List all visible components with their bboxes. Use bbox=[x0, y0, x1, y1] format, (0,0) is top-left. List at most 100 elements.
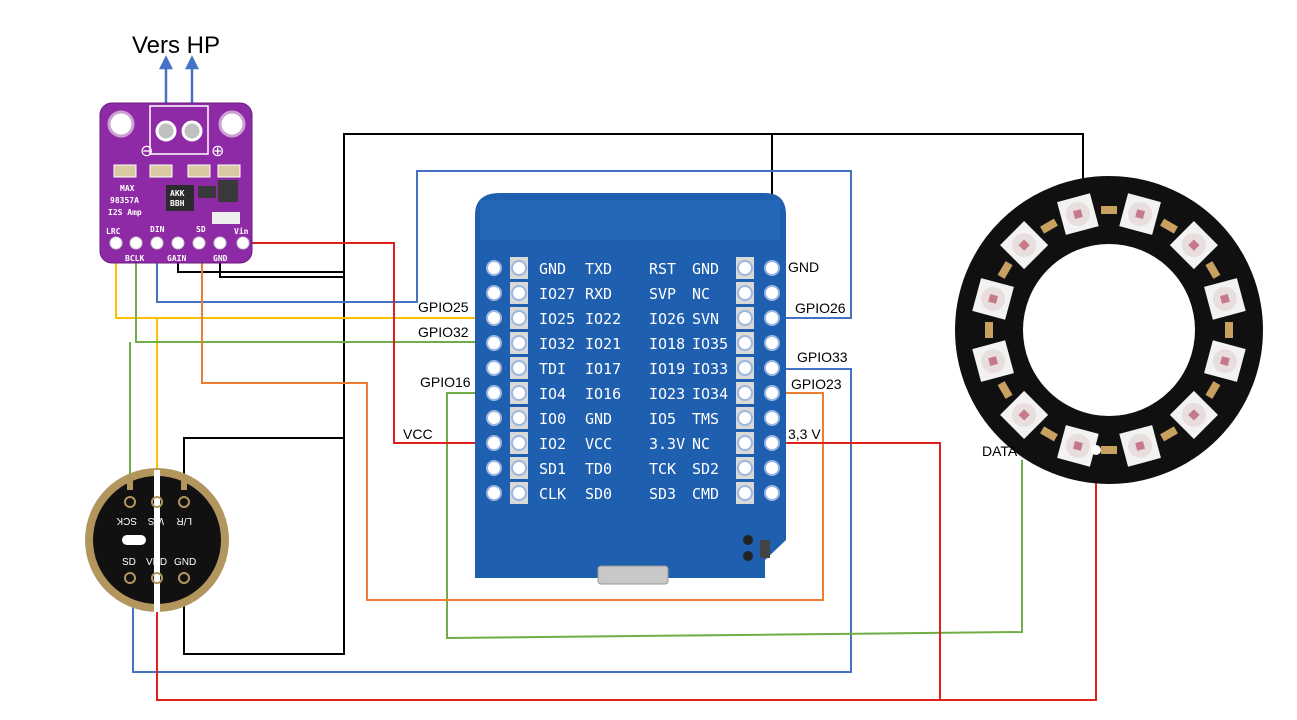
esp32-pin-label: IO19 bbox=[649, 360, 685, 378]
wire-gnd-mic-bottom bbox=[183, 438, 345, 655]
neopixel-led bbox=[972, 340, 1014, 382]
mic-port-icon bbox=[122, 535, 146, 545]
esp32-pin bbox=[486, 260, 502, 276]
ring-capacitor bbox=[997, 381, 1013, 399]
esp32-pin-label: NC bbox=[692, 285, 710, 303]
mic-label-lr: L/R bbox=[176, 515, 192, 526]
amp-chip-line-3: I2S Amp bbox=[108, 208, 142, 217]
amp-pin bbox=[150, 236, 164, 250]
esp32-pin bbox=[511, 485, 527, 501]
amp-pin bbox=[109, 236, 123, 250]
neopixel-led bbox=[1204, 278, 1246, 320]
esp32-pin bbox=[764, 460, 780, 476]
esp32-pin bbox=[511, 260, 527, 276]
esp32-pin bbox=[486, 460, 502, 476]
esp32-pin-label: GND bbox=[692, 260, 719, 278]
mic-label-vdd: VDD bbox=[146, 557, 167, 568]
neopixel-led bbox=[1057, 193, 1099, 235]
ic-text-2: BBH bbox=[170, 199, 185, 208]
amp-pin bbox=[236, 236, 250, 250]
esp32-pin bbox=[737, 285, 753, 301]
amp-pin bbox=[213, 236, 227, 250]
mic-label-sd: SD bbox=[122, 557, 136, 568]
esp32-pin bbox=[486, 335, 502, 351]
mic-pin-lr bbox=[178, 496, 190, 508]
esp32-pin-label: IO26 bbox=[649, 310, 685, 328]
esp32-pin bbox=[511, 385, 527, 401]
esp32-pin bbox=[764, 410, 780, 426]
neopixel-led bbox=[1119, 193, 1161, 235]
esp32-pin-label: IO5 bbox=[649, 410, 676, 428]
esp32-pin-label: IO35 bbox=[692, 335, 728, 353]
label-gpio25: GPIO25 bbox=[418, 299, 469, 315]
esp32-pin-label: IO23 bbox=[649, 385, 685, 403]
esp32-pin-label: RST bbox=[649, 260, 676, 278]
wire-din-gpio25 bbox=[156, 170, 852, 319]
label-3v3: 3,3 V bbox=[788, 426, 821, 442]
esp32-pin-label: SVP bbox=[649, 285, 676, 303]
esp32-pin-label: IO27 bbox=[539, 285, 575, 303]
ring-capacitor bbox=[1101, 206, 1117, 214]
label-gpio32: GPIO32 bbox=[418, 324, 469, 340]
ring-hole bbox=[1091, 445, 1101, 455]
amp-pin bbox=[129, 236, 143, 250]
mic-pin-ws bbox=[151, 496, 163, 508]
label-gnd: GND bbox=[788, 259, 819, 275]
esp32-pin bbox=[764, 435, 780, 451]
esp32-pin bbox=[764, 485, 780, 501]
esp32-pin-label: SD3 bbox=[649, 485, 676, 503]
esp32-pin bbox=[737, 310, 753, 326]
esp32-pin bbox=[486, 360, 502, 376]
minus-icon: ⊖ bbox=[140, 143, 153, 160]
esp32-pin-label: SD1 bbox=[539, 460, 566, 478]
esp32-pin bbox=[737, 385, 753, 401]
esp32-pin-label: CMD bbox=[692, 485, 719, 503]
mic-pin-vdd bbox=[151, 572, 163, 584]
label-gpio33: GPIO33 bbox=[797, 349, 848, 365]
esp32-pin bbox=[511, 285, 527, 301]
esp32-pin bbox=[764, 385, 780, 401]
esp32-pin bbox=[764, 285, 780, 301]
esp32-pin bbox=[511, 435, 527, 451]
wire-vin-vcc bbox=[243, 242, 519, 444]
mic-label-ws: WS bbox=[148, 515, 164, 526]
esp32-pin-label: IO0 bbox=[539, 410, 566, 428]
wire-sd-gpio23 bbox=[201, 243, 824, 601]
pin-label-sd: SD bbox=[196, 225, 206, 234]
esp32-pin bbox=[511, 335, 527, 351]
pin-label-gnd: GND bbox=[213, 254, 228, 263]
esp32-pin-label: TD0 bbox=[585, 460, 612, 478]
wire-lrc bbox=[115, 243, 494, 319]
esp32-pin-label: GND bbox=[585, 410, 612, 428]
max98357a-board: ⊖ ⊕ AKK BBH MAX 98357A I2S Amp LRC DIN S… bbox=[99, 102, 253, 264]
amp-chip-line-1: MAX bbox=[120, 184, 135, 193]
ring-capacitor bbox=[1040, 426, 1058, 442]
ring-capacitor bbox=[1101, 446, 1117, 454]
esp32-pins bbox=[486, 257, 780, 504]
wire-gpio16-data bbox=[446, 392, 1023, 640]
ring-capacitor bbox=[1205, 261, 1221, 279]
esp32-pin bbox=[486, 310, 502, 326]
esp32-pin-label: IO18 bbox=[649, 335, 685, 353]
wire-gnd-mic bbox=[183, 270, 345, 490]
ic-text-1: AKK bbox=[170, 189, 185, 198]
esp32-pin-label: IO34 bbox=[692, 385, 728, 403]
mic-label-gnd: GND bbox=[174, 557, 196, 568]
esp32-pin bbox=[486, 385, 502, 401]
esp32-pin bbox=[511, 360, 527, 376]
esp32-pin bbox=[737, 435, 753, 451]
amp-pin bbox=[192, 236, 206, 250]
neopixel-led bbox=[972, 278, 1014, 320]
esp32-pin-label: TMS bbox=[692, 410, 719, 428]
esp32-pin-label: GND bbox=[539, 260, 566, 278]
neopixel-ring bbox=[955, 176, 1263, 484]
esp32-pin bbox=[737, 260, 753, 276]
esp32-pin-label: RXD bbox=[585, 285, 612, 303]
esp32-pin-label: IO21 bbox=[585, 335, 621, 353]
esp32-pin-label: NC bbox=[692, 435, 710, 453]
ring-capacitor bbox=[985, 322, 993, 338]
esp32-pin-label: TXD bbox=[585, 260, 612, 278]
esp32-pin-label: IO22 bbox=[585, 310, 621, 328]
esp32-pin-label: VCC bbox=[585, 435, 612, 453]
esp32-pin-label: IO25 bbox=[539, 310, 575, 328]
